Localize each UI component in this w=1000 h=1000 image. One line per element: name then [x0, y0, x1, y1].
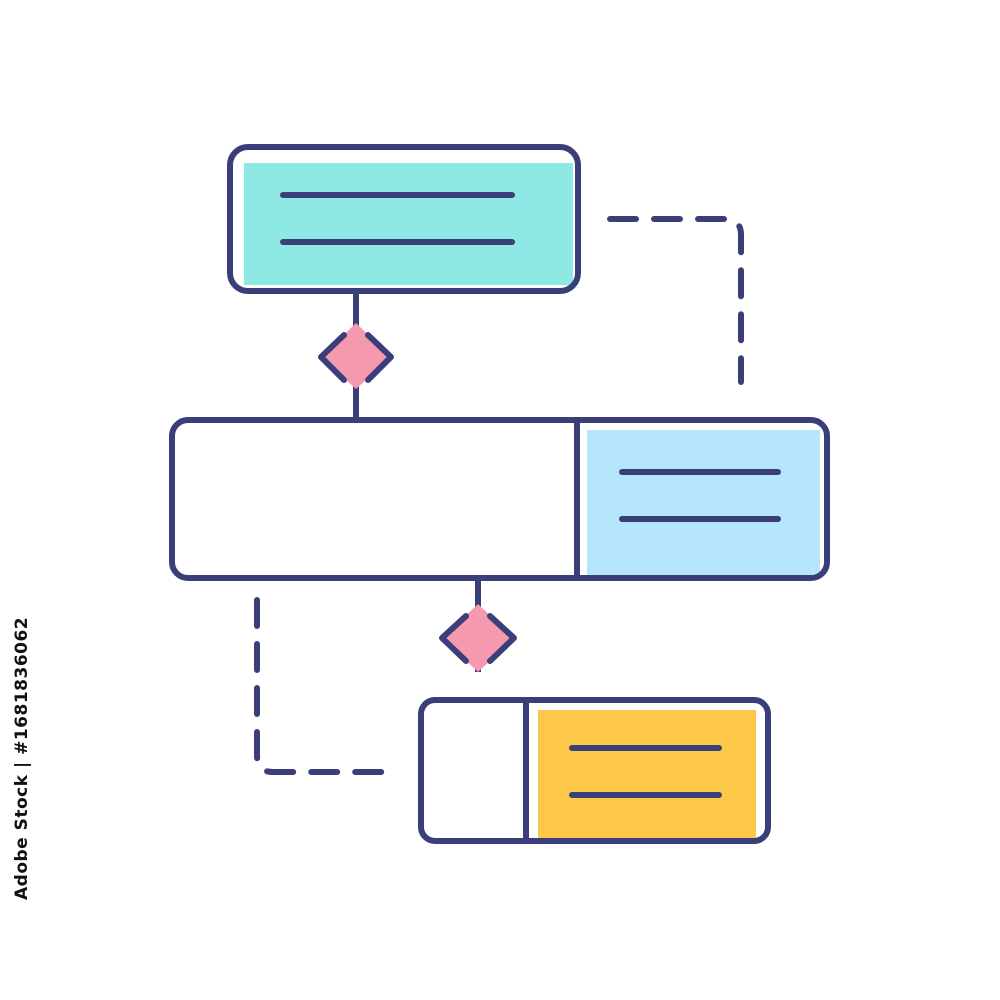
top-box	[227, 144, 581, 294]
middle-box	[169, 417, 830, 581]
diamond-marker	[439, 604, 517, 672]
dashed-connector	[607, 216, 744, 385]
dashed-connector	[254, 597, 393, 775]
bottom-box	[418, 697, 771, 844]
diamond-marker	[318, 323, 394, 389]
